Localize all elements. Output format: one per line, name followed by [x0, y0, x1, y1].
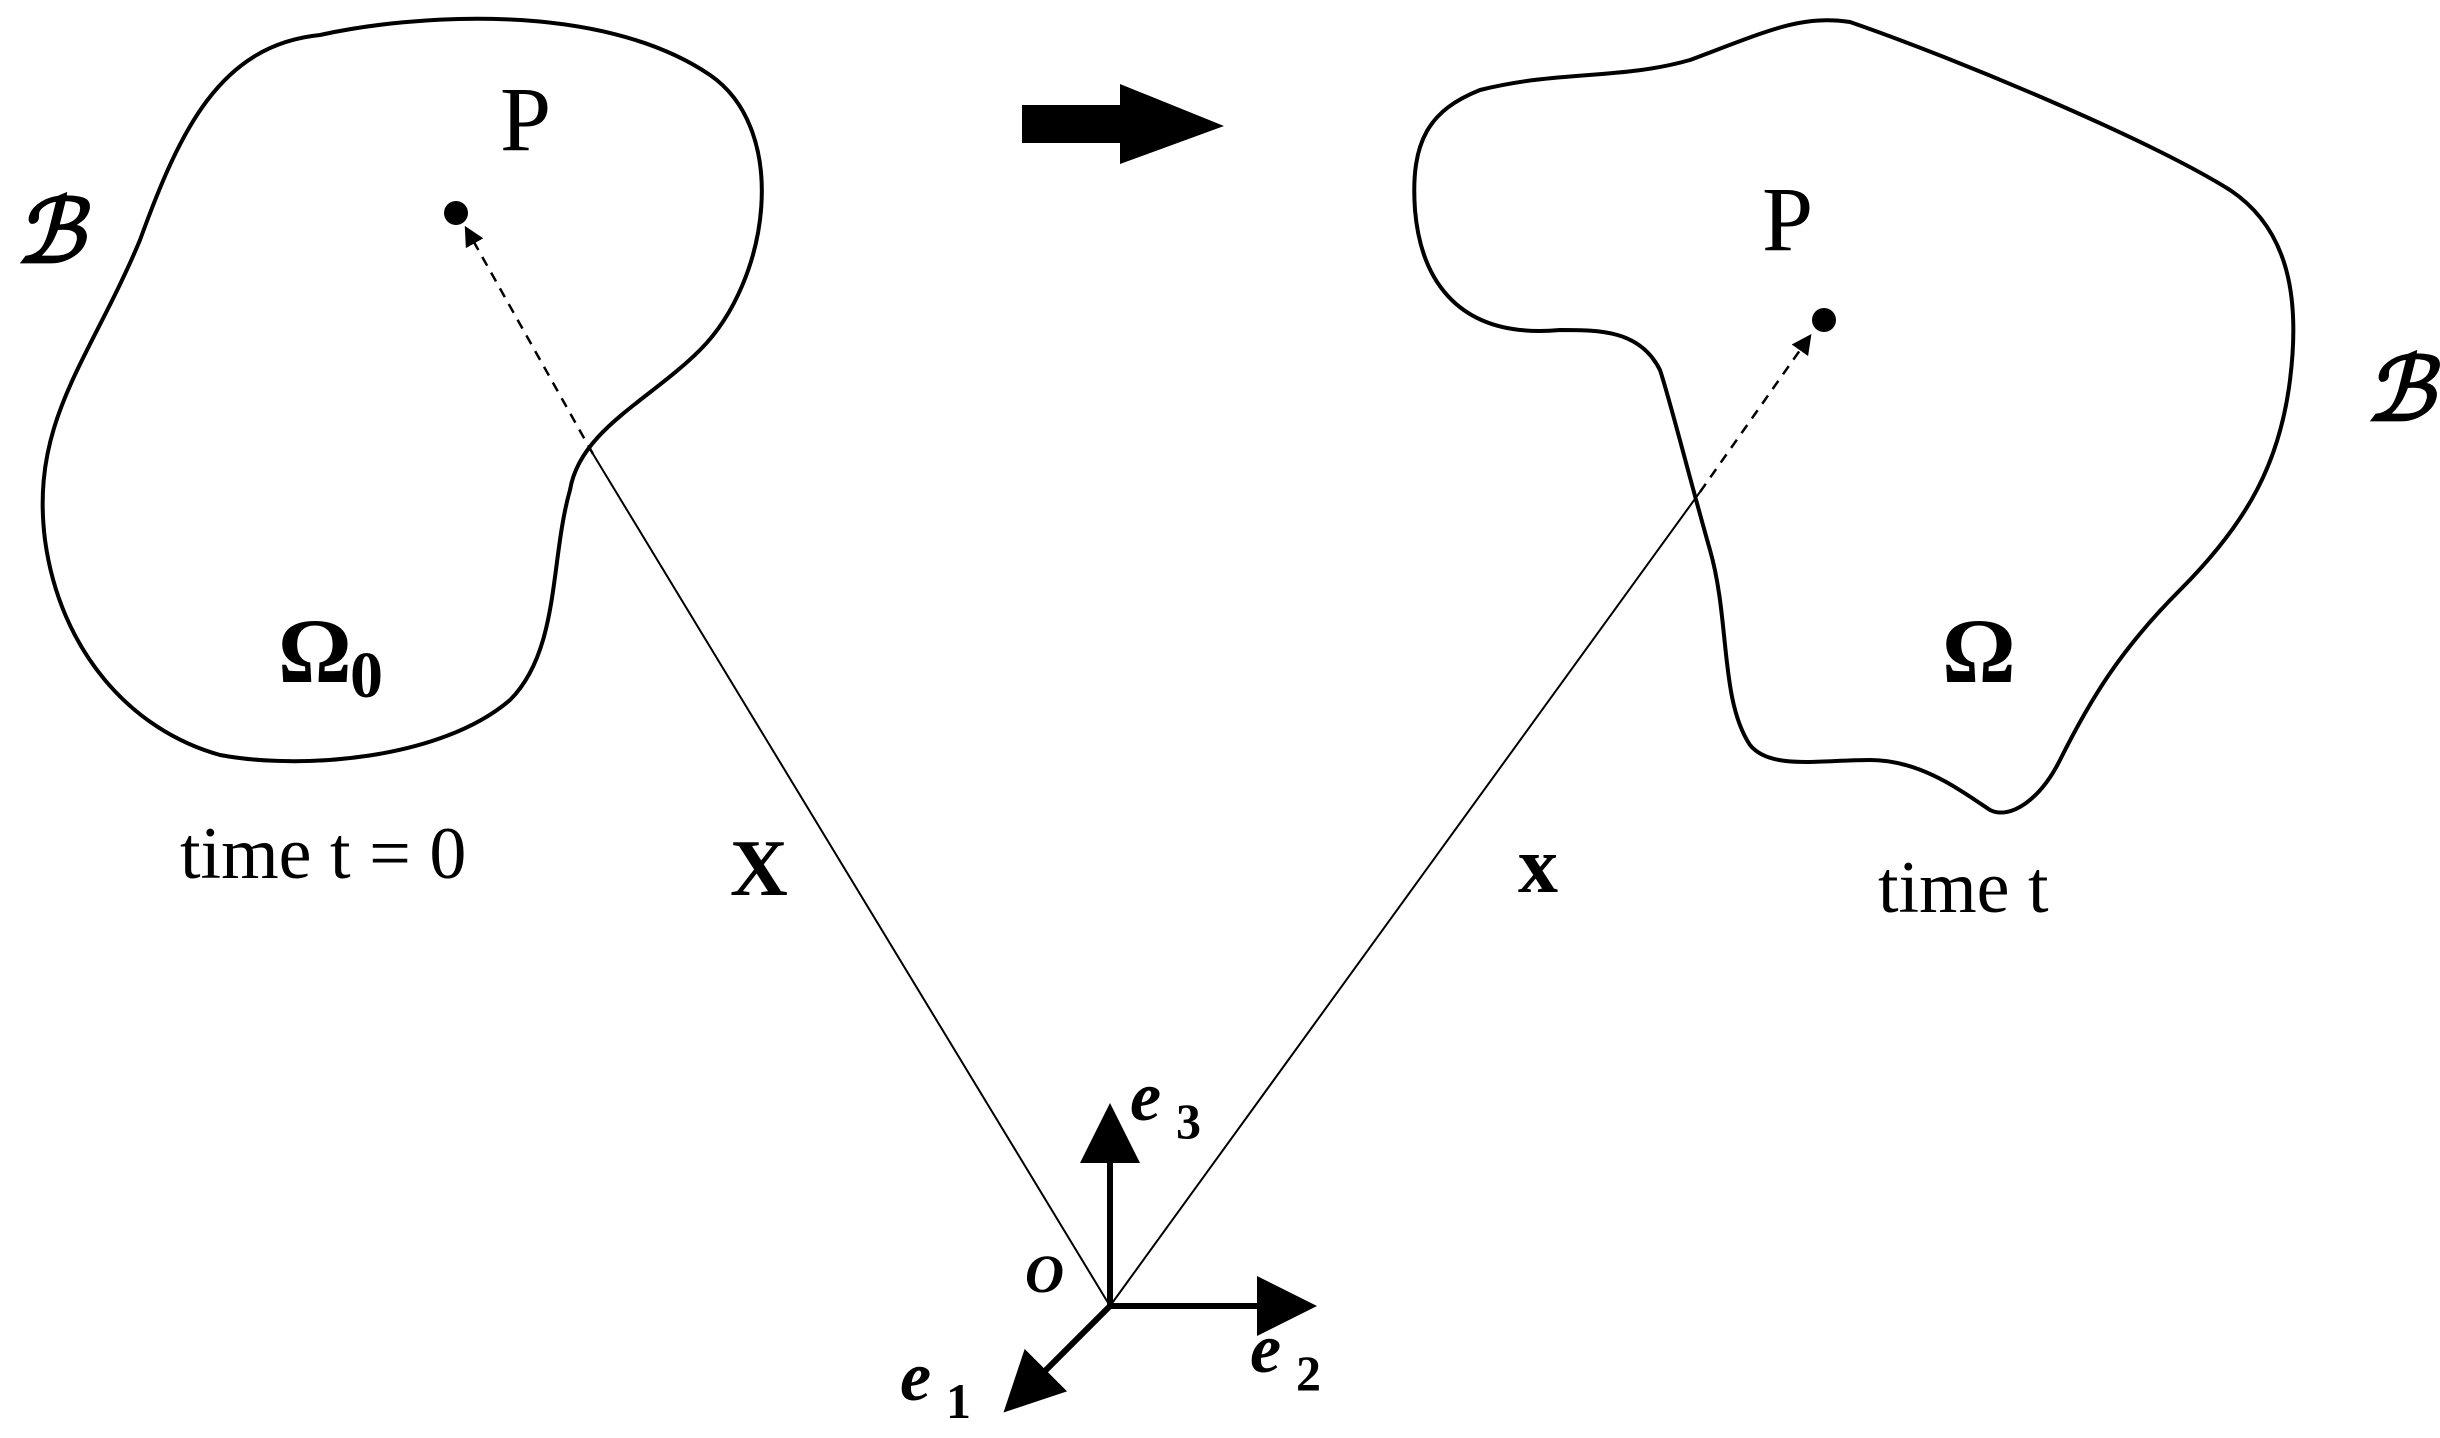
reference-vector-dashed [464, 225, 595, 455]
current-vector-label: x [1518, 822, 1558, 910]
reference-region-subscript: 0 [350, 639, 383, 712]
transition-arrow [1022, 84, 1224, 164]
reference-vector-solid [592, 453, 1111, 1307]
reference-body-label: ℬ [15, 179, 91, 283]
e3-label: e [1130, 1059, 1161, 1136]
e1-label: e [900, 1339, 931, 1416]
reference-body-outline [40, 16, 764, 764]
e2-label: e [1250, 1311, 1281, 1388]
reference-point-label: P [500, 68, 551, 170]
current-point-label: P [1762, 168, 1813, 270]
axis-e1 [1003, 1303, 1113, 1413]
current-vector-solid [1109, 491, 1701, 1307]
reference-region-label: Ω [278, 600, 352, 702]
e1-subscript: 1 [946, 1373, 971, 1429]
current-body-outline [1412, 18, 2296, 815]
current-body-label: ℬ [2365, 337, 2440, 441]
current-point-dot [1812, 308, 1836, 332]
current-vector-dashed [1698, 333, 1812, 493]
reference-point-dot [444, 201, 468, 225]
current-region-label: Ω [1942, 600, 2016, 702]
current-time-label: time t [1878, 847, 2049, 929]
e2-subscript: 2 [1296, 1345, 1321, 1401]
e3-subscript: 3 [1176, 1093, 1201, 1149]
origin-label: O [1025, 1244, 1064, 1304]
reference-time-label: time t = 0 [180, 813, 466, 895]
reference-vector-label: X [730, 825, 788, 913]
